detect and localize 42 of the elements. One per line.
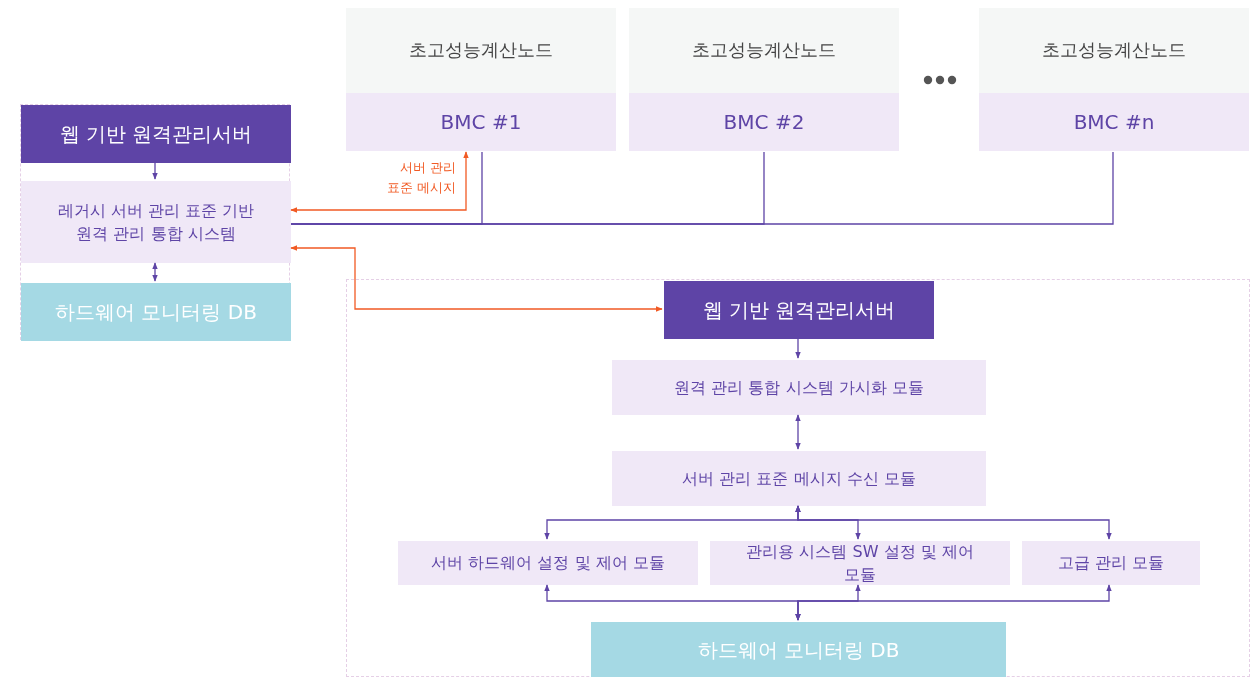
module-box [1022,541,1200,585]
connector-arrow [290,245,663,312]
connector-arrow [795,338,801,359]
module-box [21,181,291,263]
node-label: 서버 하드웨어 설정 및 제어 모듈 [430,552,666,575]
database-box [591,622,1006,677]
node-label: 관리용 시스템 SW 설정 및 제어 모듈 [745,541,975,585]
server-box [664,281,934,339]
connector-arrow [152,262,158,282]
node-label: 원격 관리 통합 시스템 가시화 모듈 [673,376,925,399]
node-label: BMC #2 [722,108,806,136]
bmc-box [346,93,616,151]
server-box [21,105,291,163]
module-box [612,360,986,415]
module-box [612,451,986,506]
module-box [710,541,1010,585]
connector-arrow [795,584,1112,621]
node-heading: 초고성능계산노드 [691,38,837,63]
node-label: 레거시 서버 관리 표준 기반 원격 관리 통합 시스템 [56,199,256,245]
node-label: BMC #1 [439,108,523,136]
connector-arrow [795,505,1112,540]
node-label: 서버 관리 표준 메시지 수신 모듈 [681,467,917,490]
connector-arrow [795,414,801,450]
module-box [398,541,698,585]
group-outline [20,104,290,340]
node-heading: 초고성능계산노드 [1041,38,1187,63]
bmc-box [979,93,1249,151]
node-label: 웹 기반 원격관리서버 [701,296,897,324]
connector-arrow [290,151,469,213]
node-label: 하드웨어 모니터링 DB [54,298,258,326]
node-label: 하드웨어 모니터링 DB [696,636,901,664]
node-label: BMC #n [1072,108,1156,136]
node-heading: 초고성능계산노드 [408,38,554,63]
node-label: 고급 관리 모듈 [1056,552,1166,575]
compute-node-box [629,8,899,151]
compute-node-box [346,8,616,151]
node-label: 웹 기반 원격관리서버 [58,120,254,148]
connector-arrow [152,162,158,180]
bmc-box [629,93,899,151]
group-outline [346,279,1250,677]
compute-node-box [979,8,1249,151]
database-box [21,283,291,341]
